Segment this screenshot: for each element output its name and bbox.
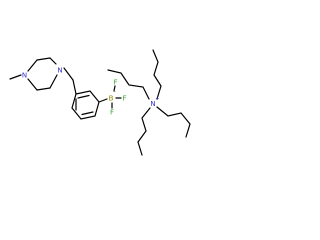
methyl-bond xyxy=(9,74,22,80)
butyl-chain xyxy=(152,49,162,100)
butyl-chain xyxy=(137,107,151,156)
atom-n-benzyl: N xyxy=(57,67,62,75)
ring-outline xyxy=(71,90,100,120)
butyl-chain xyxy=(107,69,150,100)
piperazine-ring xyxy=(27,57,58,91)
anion-structure: N N B - F F F xyxy=(9,57,127,120)
aromatic-double-bond xyxy=(77,94,90,99)
carbon-boron-bond xyxy=(98,98,108,103)
ammonium-charge: + xyxy=(155,96,159,102)
benzyl-bond xyxy=(63,67,74,81)
benzyl-bond xyxy=(72,79,77,95)
benzene-ring xyxy=(71,90,100,120)
aromatic-double-bond xyxy=(81,111,94,116)
atom-fluorine-bottom: F xyxy=(110,109,114,117)
atom-fluorine-right: F xyxy=(122,95,126,103)
molecule-drawing: N N B - F F F N + xyxy=(9,49,191,156)
ring-bond xyxy=(36,87,51,91)
ring-bond xyxy=(36,57,51,61)
boron-charge: - xyxy=(114,89,116,95)
ring-bond xyxy=(49,57,57,65)
atom-ammonium-n: N xyxy=(150,100,155,108)
ring-bond xyxy=(49,74,58,89)
atom-boron: B xyxy=(109,95,114,103)
atom-fluorine-top: F xyxy=(113,79,117,87)
boron-fluorine-bond xyxy=(113,85,116,92)
butyl-chain xyxy=(156,106,191,138)
ring-bond xyxy=(27,78,38,91)
structure-canvas: N N B - F F F N + xyxy=(9,49,191,156)
cation-structure: N + xyxy=(107,49,191,156)
atom-n-methyl: N xyxy=(22,72,27,80)
ring-bond xyxy=(27,59,38,72)
